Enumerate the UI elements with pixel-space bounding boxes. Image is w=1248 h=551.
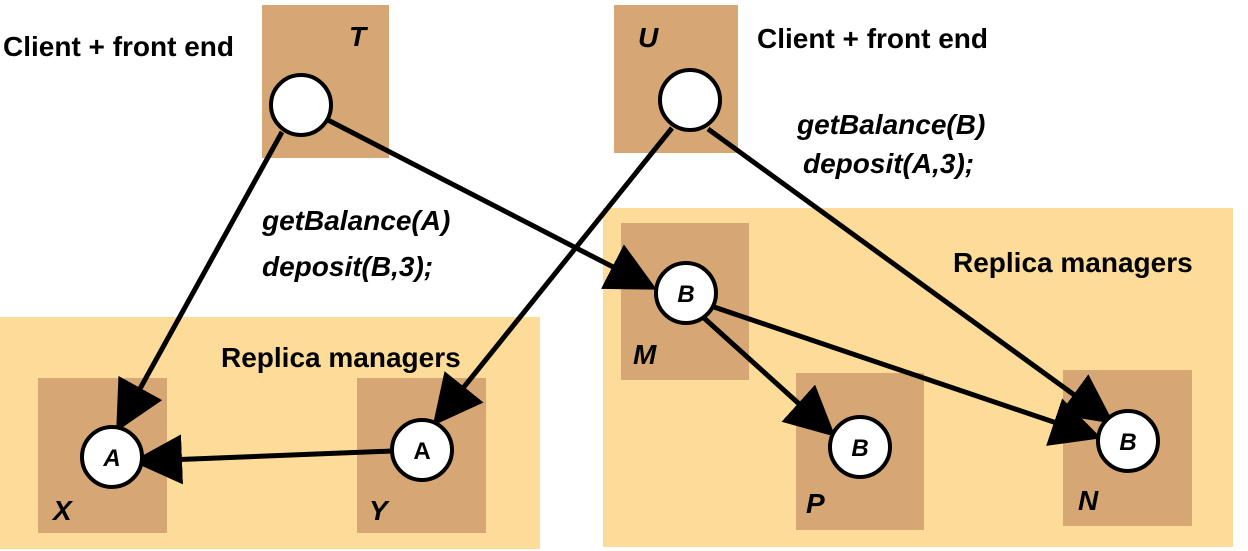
replica-y-node <box>390 418 454 482</box>
replica-y-name: Y <box>369 495 390 526</box>
edge-y-to-x <box>132 434 393 485</box>
edge-t-to-x <box>116 130 285 432</box>
right-op-line1: getBalance(B) <box>796 109 985 140</box>
edge-u-to-n <box>706 126 1115 424</box>
right-group-title: Replica managers <box>953 247 1193 278</box>
replica-m-object: B <box>677 281 694 308</box>
client-right-caption: Client + front end <box>757 23 988 54</box>
replica-p-node <box>828 415 892 479</box>
replica-m-node <box>654 261 718 325</box>
client-left-caption: Client + front end <box>3 31 234 62</box>
client-t-name: T <box>349 21 369 52</box>
left-op-line2: deposit(B,3); <box>262 251 433 282</box>
edge-u-to-y <box>432 126 674 426</box>
client-t-node <box>269 73 333 137</box>
replica-x-object: A <box>102 445 120 472</box>
replica-n-node <box>1096 409 1160 473</box>
replica-x-node <box>80 425 144 489</box>
client-u-node <box>658 68 722 132</box>
replica-x-name: X <box>51 495 74 526</box>
replica-p-name: P <box>806 488 825 519</box>
edge-m-to-p <box>702 316 836 437</box>
right-op-line2: deposit(A,3); <box>803 148 974 179</box>
left-group-title: Replica managers <box>221 342 461 373</box>
replica-y-object: A <box>413 438 430 465</box>
edge-t-to-m <box>322 115 657 290</box>
replica-p-object: B <box>851 435 868 462</box>
edges <box>116 115 1115 485</box>
client-u-name: U <box>638 22 659 53</box>
left-op-line1: getBalance(A) <box>261 205 450 236</box>
replica-n-name: N <box>1078 485 1099 516</box>
replica-m-name: M <box>633 339 657 370</box>
replica-n-object: B <box>1119 429 1136 456</box>
edge-m-to-n <box>713 304 1102 446</box>
